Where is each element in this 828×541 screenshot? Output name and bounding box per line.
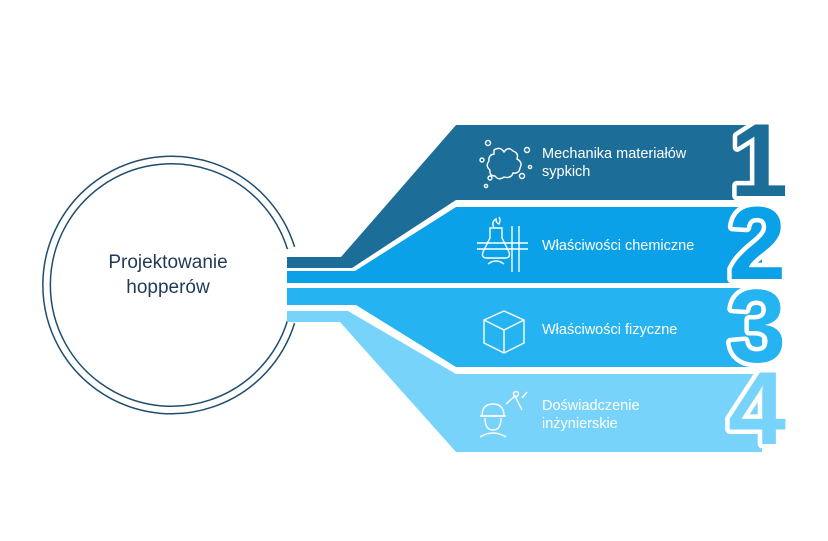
band-3-number: 3 bbox=[728, 269, 786, 385]
cube-icon bbox=[483, 310, 525, 354]
band-4-number-outline: 4 bbox=[728, 351, 786, 467]
band-4-number: 4 bbox=[728, 351, 786, 467]
band-3-label: Właściwości fizyczne bbox=[542, 322, 678, 338]
band-1-label: Mechanika materiałów sypkich bbox=[542, 146, 687, 180]
band-2-number: 2 bbox=[728, 186, 786, 302]
chemistry-flask-icon bbox=[477, 216, 528, 272]
band-4-label: Doświadczenie inżynierskie bbox=[542, 398, 640, 432]
band-3-number-outline: 3 bbox=[728, 269, 786, 385]
band-4-shape bbox=[287, 311, 762, 452]
band-1-number-outline: 1 bbox=[730, 103, 788, 219]
band-2-label: Właściwości chemiczne bbox=[542, 238, 695, 254]
center-title: Projektowanie hopperów bbox=[108, 252, 228, 298]
center-ring bbox=[42, 155, 296, 415]
engineer-icon bbox=[479, 390, 528, 438]
band-2-shape bbox=[287, 207, 762, 283]
band-2-number-outline: 2 bbox=[728, 186, 786, 302]
band-1-shape bbox=[287, 125, 762, 268]
band-1-number: 1 bbox=[730, 103, 788, 219]
particles-icon bbox=[479, 139, 533, 189]
